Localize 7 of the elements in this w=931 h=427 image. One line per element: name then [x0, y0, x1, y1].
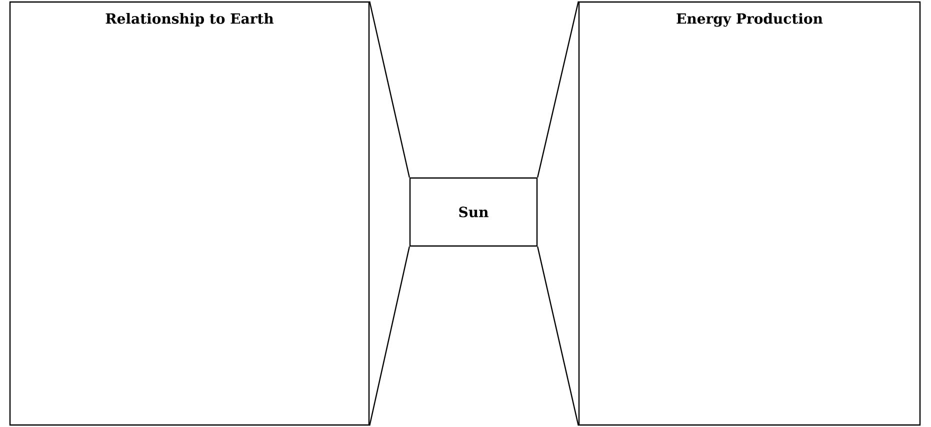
text-box: Relationship to Earth: [9, 1, 370, 426]
connector-line: [537, 1, 579, 178]
connector-line: [369, 246, 410, 426]
text-box: Energy Production: [578, 1, 921, 426]
connector-line: [369, 1, 410, 178]
text-box: Sun: [409, 177, 538, 247]
connector-line: [537, 246, 579, 426]
